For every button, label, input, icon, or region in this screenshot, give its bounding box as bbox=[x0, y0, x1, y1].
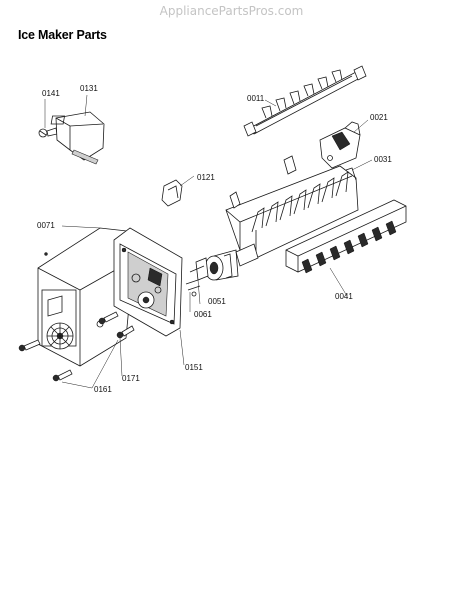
part-0051-motor bbox=[189, 249, 239, 281]
callout-0141: 0141 bbox=[42, 89, 60, 98]
leader-lines bbox=[44, 94, 373, 389]
callout-0031: 0031 bbox=[374, 155, 392, 164]
part-0171-screw bbox=[98, 311, 135, 339]
callout-0021: 0021 bbox=[370, 113, 388, 122]
callout-0051: 0051 bbox=[208, 297, 226, 306]
callout-0151: 0151 bbox=[185, 363, 203, 372]
site-watermark: AppliancePartsPros.com bbox=[159, 4, 304, 18]
part-0121-clip bbox=[161, 179, 183, 207]
diagram-title: Ice Maker Parts bbox=[18, 28, 107, 42]
callout-0061: 0061 bbox=[194, 310, 212, 319]
callout-0041: 0041 bbox=[335, 292, 353, 301]
part-0131-bracket bbox=[50, 111, 105, 165]
part-0161-screw bbox=[18, 339, 73, 382]
callout-0011: 0011 bbox=[247, 94, 265, 103]
part-0011-ejector-shaft bbox=[243, 65, 367, 137]
callout-0161: 0161 bbox=[94, 385, 112, 394]
part-0141-screw bbox=[38, 127, 58, 138]
part-0151-mounting-plate bbox=[113, 227, 183, 337]
part-0061-pin bbox=[185, 279, 201, 297]
part-0021-cover bbox=[319, 121, 361, 169]
part-0041-slide bbox=[235, 199, 407, 274]
part-0071-housing bbox=[37, 227, 137, 367]
callout-0131: 0131 bbox=[80, 84, 98, 93]
callout-0121: 0121 bbox=[197, 173, 215, 182]
callout-0171: 0171 bbox=[122, 374, 140, 383]
callout-0071: 0071 bbox=[37, 221, 55, 230]
